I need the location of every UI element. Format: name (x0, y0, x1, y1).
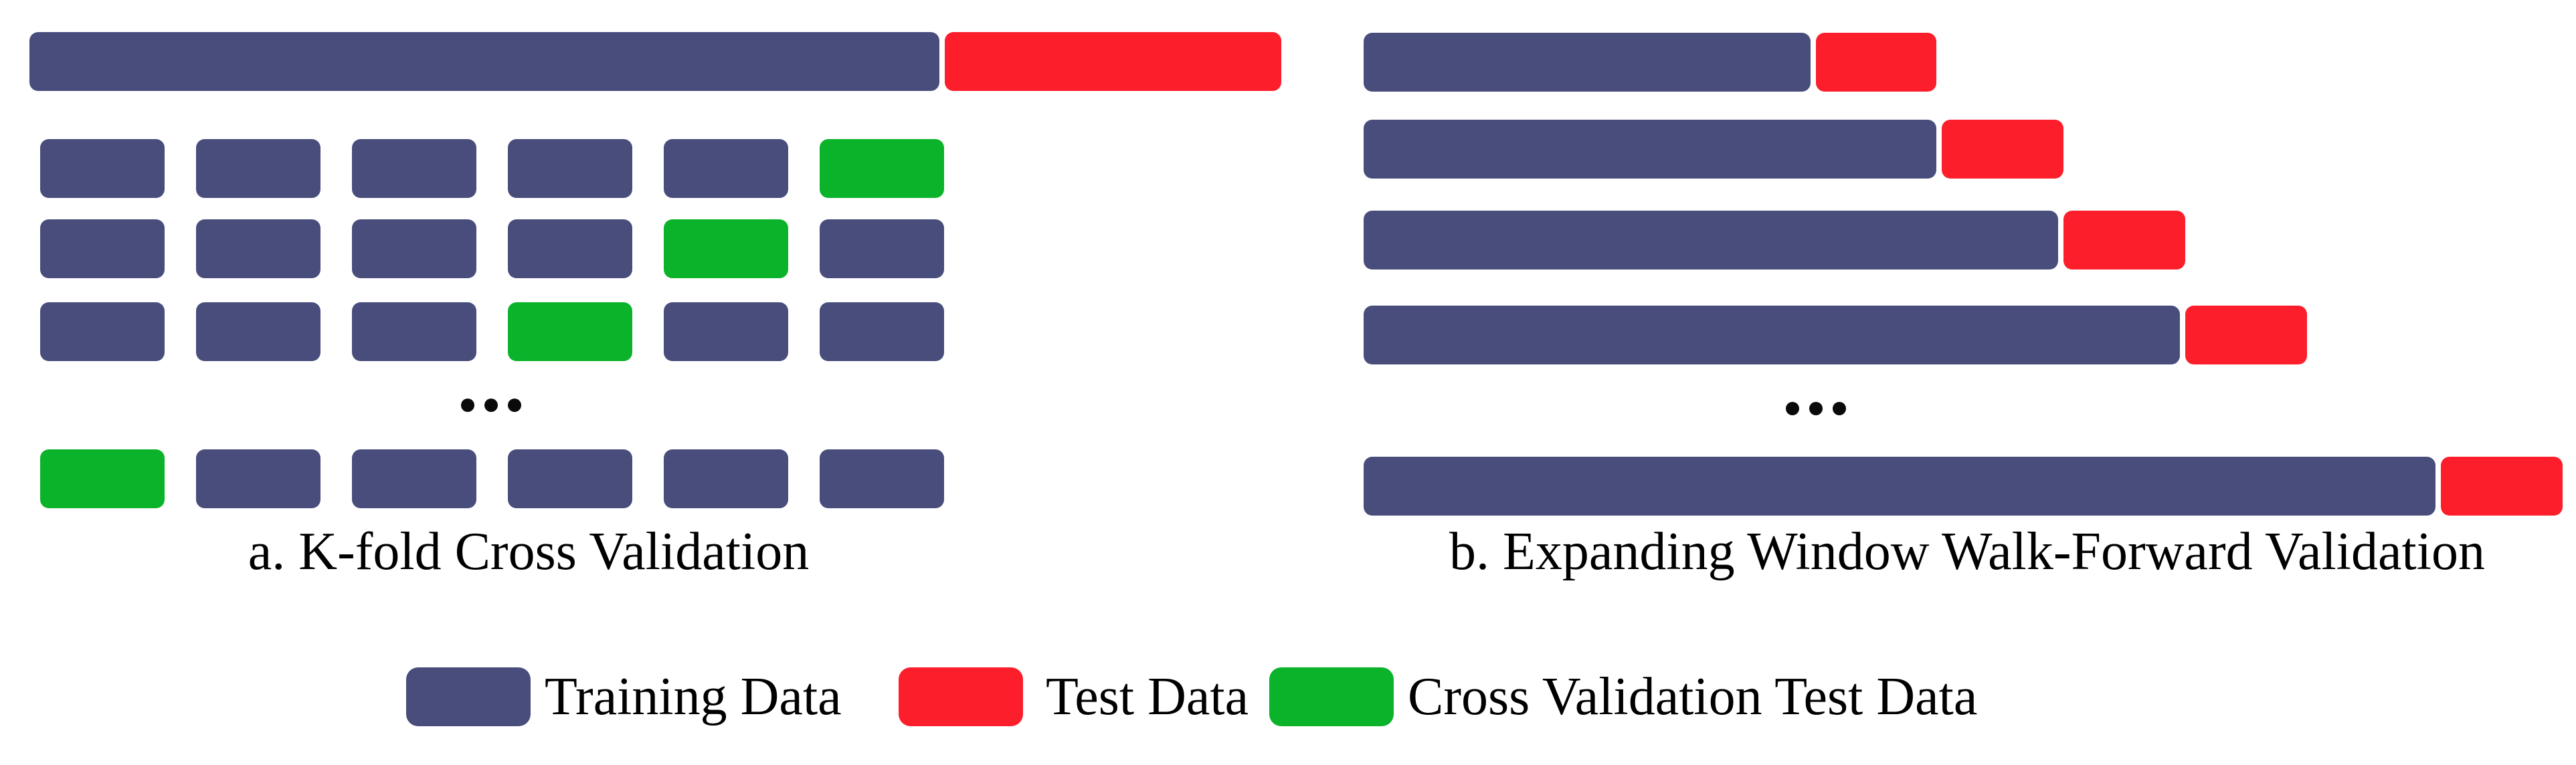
caption-walkforward: b. Expanding Window Walk-Forward Validat… (1449, 522, 2485, 581)
kfold-full-training-segment (29, 32, 939, 91)
kfold-training-block (352, 449, 476, 508)
legend-swatch-training-data (406, 667, 531, 726)
kfold-cv-test-block (40, 449, 165, 508)
walkforward-test-segment (2063, 211, 2185, 269)
legend-label-test-data: Test Data (1046, 667, 1249, 726)
legend-label-training-data: Training Data (545, 667, 842, 726)
kfold-training-block (664, 139, 788, 198)
kfold-training-block (196, 139, 320, 198)
kfold-training-block (820, 219, 944, 278)
ellipsis-walkforward-icon (1786, 402, 1846, 415)
kfold-training-block (196, 219, 320, 278)
walkforward-training-segment (1364, 306, 2180, 364)
kfold-training-block (196, 449, 320, 508)
kfold-training-block (508, 139, 632, 198)
legend-swatch-test-data (899, 667, 1023, 726)
walkforward-test-segment (1816, 33, 1936, 92)
dot-icon (484, 399, 498, 412)
legend-label-cross-validation-test-data: Cross Validation Test Data (1408, 667, 1978, 726)
walkforward-training-segment (1364, 33, 1811, 92)
kfold-cv-test-block (664, 219, 788, 278)
kfold-cv-test-block (508, 302, 632, 361)
dot-icon (1809, 402, 1823, 415)
kfold-training-block (508, 219, 632, 278)
dot-icon (1833, 402, 1846, 415)
kfold-training-block (820, 302, 944, 361)
ellipsis-kfold-icon (461, 399, 521, 412)
kfold-training-block (40, 219, 165, 278)
walkforward-training-segment (1364, 211, 2058, 269)
dot-icon (461, 399, 474, 412)
kfold-training-block (508, 449, 632, 508)
kfold-training-block (664, 449, 788, 508)
walkforward-training-segment (1364, 120, 1936, 179)
kfold-training-block (352, 302, 476, 361)
walkforward-test-segment (2185, 306, 2307, 364)
kfold-training-block (40, 302, 165, 361)
dot-icon (1786, 402, 1799, 415)
kfold-training-block (40, 139, 165, 198)
kfold-training-block (664, 302, 788, 361)
walkforward-training-segment (1364, 457, 2435, 516)
walkforward-test-segment (1942, 120, 2063, 179)
dot-icon (508, 399, 521, 412)
kfold-training-block (820, 449, 944, 508)
walkforward-test-segment (2441, 457, 2563, 516)
kfold-training-block (352, 219, 476, 278)
legend-swatch-cross-validation-test-data (1269, 667, 1394, 726)
kfold-training-block (352, 139, 476, 198)
caption-kfold: a. K-fold Cross Validation (248, 522, 810, 581)
kfold-cv-test-block (820, 139, 944, 198)
kfold-full-test-segment (945, 32, 1281, 91)
kfold-training-block (196, 302, 320, 361)
